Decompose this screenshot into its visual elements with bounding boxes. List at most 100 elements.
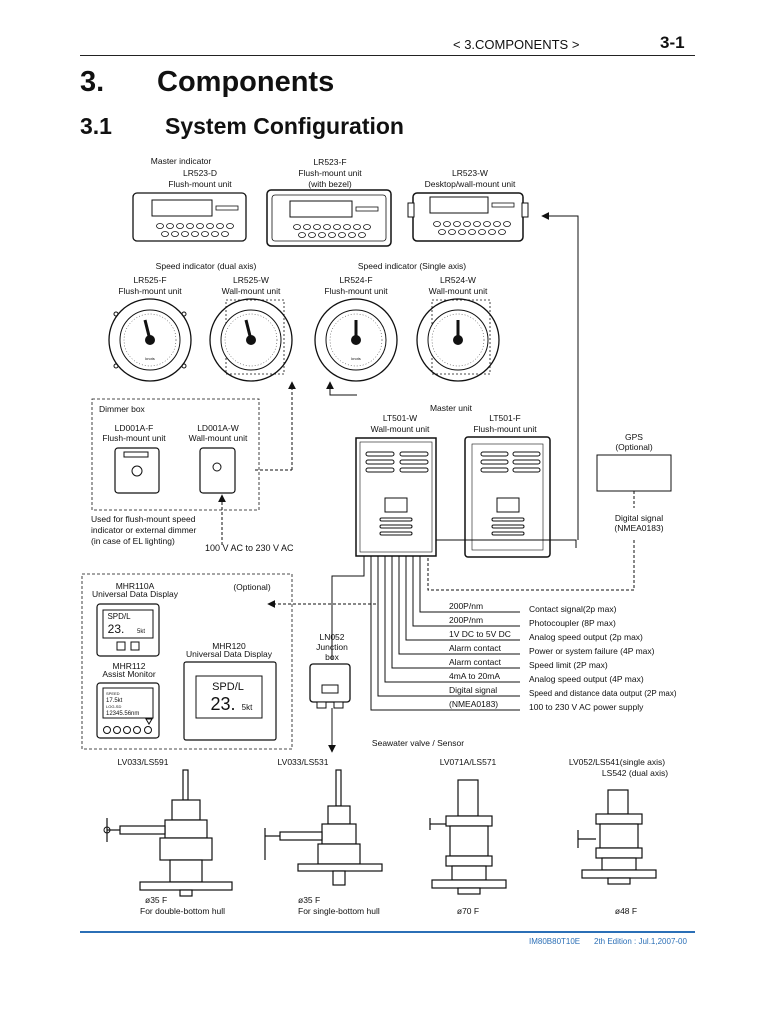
chapter-number: 3. bbox=[80, 66, 105, 98]
sensor-lv033-ls531: LV033/LS531 ø35 F For single-bottom hull bbox=[264, 757, 383, 916]
mhr112-model: MHR112 bbox=[113, 661, 146, 671]
lcd-value: 23. bbox=[210, 694, 235, 714]
dimmer-mount: Wall-mount unit bbox=[189, 433, 248, 443]
output-signal: (NMEA0183) bbox=[449, 699, 498, 709]
display-optional: (Optional) bbox=[233, 582, 270, 592]
output-signal: Digital signal bbox=[449, 685, 497, 695]
sensor-lv071a-ls571: LV071A/LS571 ø70 F bbox=[429, 757, 507, 916]
optional-display-group: (Optional) MHR110A Universal Data Displa… bbox=[81, 573, 293, 750]
gps-protocol: (NMEA0183) bbox=[614, 523, 663, 533]
speed-mount: Flush-mount unit bbox=[118, 286, 182, 296]
speed-mount: Wall-mount unit bbox=[222, 286, 281, 296]
speed-model: LR525-W bbox=[233, 275, 269, 285]
sensor-model: LV071A/LS571 bbox=[440, 757, 497, 767]
master-indicator-lr523-w: LR523-W Desktop/wall-mount unit bbox=[407, 168, 529, 242]
dimmer-title: Dimmer box bbox=[99, 404, 146, 414]
sensor-lv052-ls541: LV052/LS541(single axis) LS542 (dual axi… bbox=[569, 757, 668, 916]
lcd-line: 12345.56nm bbox=[106, 711, 139, 717]
output-signal: 4mA to 20mA bbox=[449, 671, 500, 681]
master-unit-lt501-f bbox=[464, 436, 551, 558]
page-number: 3-1 bbox=[660, 33, 685, 52]
sensor-model: LV033/LS531 bbox=[278, 757, 329, 767]
junction-label: Junction bbox=[316, 642, 348, 652]
junction-model: LN052 bbox=[319, 632, 344, 642]
footer-edition: 2th Edition : Jul.1,2007-00 bbox=[594, 937, 687, 946]
mhr110a-model: MHR110A bbox=[116, 581, 155, 591]
dimmer-power: 100 V AC to 230 V AC bbox=[205, 543, 294, 553]
output-desc: Analog speed output (2p max) bbox=[529, 632, 643, 642]
junction-label: box bbox=[325, 652, 339, 662]
master-label: Master indicator bbox=[151, 156, 212, 166]
master-mount: Flush-mount unit bbox=[168, 179, 232, 189]
output-signal: Alarm contact bbox=[449, 657, 502, 667]
sensor-model: LV052/LS541(single axis) bbox=[569, 757, 665, 767]
speed-indicator-lr525-w: LR525-W Wall-mount unit bbox=[209, 275, 293, 382]
master-unit-title: Master unit bbox=[430, 403, 473, 413]
chapter-title: Components bbox=[157, 66, 335, 98]
mhr110a-name: Universal Data Display bbox=[92, 589, 179, 599]
master-mount: Desktop/wall-mount unit bbox=[425, 179, 516, 189]
speed-indicator-lr524-f: LR524-F Flush-mount unit knots bbox=[314, 275, 398, 382]
output-desc: Power or system failure (4P max) bbox=[529, 646, 655, 656]
master-unit-model: LT501-W bbox=[383, 413, 417, 423]
output-desc: Photocoupler (8P max) bbox=[529, 618, 616, 628]
lcd-line: SPD/L bbox=[107, 612, 131, 621]
sensor-note: For single-bottom hull bbox=[298, 906, 380, 916]
sensors-title: Seawater valve / Sensor bbox=[372, 738, 464, 748]
knots-label: knots bbox=[351, 356, 361, 361]
section-title: System Configuration bbox=[165, 113, 404, 139]
mhr112-name: Assist Monitor bbox=[102, 669, 156, 679]
output-signal: 200P/nm bbox=[449, 601, 483, 611]
lcd-value: 23. bbox=[108, 622, 125, 636]
footer-doc-id: IM80B80T10E bbox=[529, 937, 581, 946]
sensor-model-dual: LS542 (dual axis) bbox=[602, 768, 668, 778]
master-unit-lt501-w bbox=[355, 437, 437, 557]
master-unit-mount: Flush-mount unit bbox=[473, 424, 537, 434]
sensor-note: For double-bottom hull bbox=[140, 906, 225, 916]
footer-rule bbox=[80, 931, 695, 933]
speed-mount: Wall-mount unit bbox=[429, 286, 488, 296]
dimmer-box: Dimmer box LD001A-F Flush-mount unit LD0… bbox=[91, 398, 260, 511]
lcd-line: 17.5kt bbox=[106, 698, 123, 704]
sensor-diameter: ø35 F bbox=[145, 895, 167, 905]
output-desc: Speed and distance data output (2P max) bbox=[529, 689, 677, 698]
dimmer-note: indicator or external dimmer bbox=[91, 525, 197, 535]
master-model: LR523-F bbox=[313, 157, 346, 167]
master-model: LR523-W bbox=[452, 168, 488, 178]
speed-dual-heading: Speed indicator (dual axis) bbox=[156, 261, 257, 271]
output-list: 200P/nm Contact signal(2p max) 200P/nm P… bbox=[449, 601, 677, 712]
gps-optional: (Optional) bbox=[615, 442, 652, 452]
lcd-unit: 5kt bbox=[137, 629, 145, 635]
knots-label: knots bbox=[145, 356, 155, 361]
speed-model: LR524-W bbox=[440, 275, 476, 285]
sensor-lv033-ls591: LV033/LS591 ø35 F For double-bottom hull bbox=[103, 757, 233, 916]
sensor-diameter: ø70 F bbox=[457, 906, 479, 916]
output-signal: 200P/nm bbox=[449, 615, 483, 625]
lcd-line: SPD/L bbox=[212, 681, 244, 693]
dimmer-model: LD001A-F bbox=[115, 423, 154, 433]
master-indicator-lr523-d: Master indicator LR523-D Flush-mount uni… bbox=[132, 156, 247, 242]
gps-label: GPS bbox=[625, 432, 643, 442]
header-rule bbox=[80, 55, 695, 56]
speed-model: LR524-F bbox=[339, 275, 372, 285]
gps-signal: Digital signal bbox=[615, 513, 663, 523]
output-signal: 1V DC to 5V DC bbox=[449, 629, 511, 639]
dimmer-model: LD001A-W bbox=[197, 423, 239, 433]
junction-box-ln052: LN052 Junction box bbox=[309, 632, 351, 709]
speed-mount: Flush-mount unit bbox=[324, 286, 388, 296]
output-signal: Alarm contact bbox=[449, 643, 502, 653]
master-model: LR523-D bbox=[183, 168, 217, 178]
speed-single-heading: Speed indicator (Single axis) bbox=[358, 261, 466, 271]
dimmer-note: (in case of EL lighting) bbox=[91, 536, 175, 546]
output-desc: Speed limit (2P max) bbox=[529, 660, 608, 670]
lcd-line: SPEED bbox=[106, 691, 120, 696]
output-desc: Contact signal(2p max) bbox=[529, 604, 617, 614]
mhr120-model: MHR120 bbox=[212, 641, 246, 651]
gps-unit: GPS (Optional) Digital signal (NMEA0183) bbox=[596, 432, 672, 533]
dimmer-mount: Flush-mount unit bbox=[102, 433, 166, 443]
master-indicator-lr523-f: LR523-F Flush-mount unit (with bezel) bbox=[266, 157, 392, 247]
sensor-diameter: ø48 F bbox=[615, 906, 637, 916]
section-number: 3.1 bbox=[80, 113, 112, 139]
speed-indicator-lr525-f: LR525-F Flush-mount unit knots bbox=[108, 275, 192, 382]
